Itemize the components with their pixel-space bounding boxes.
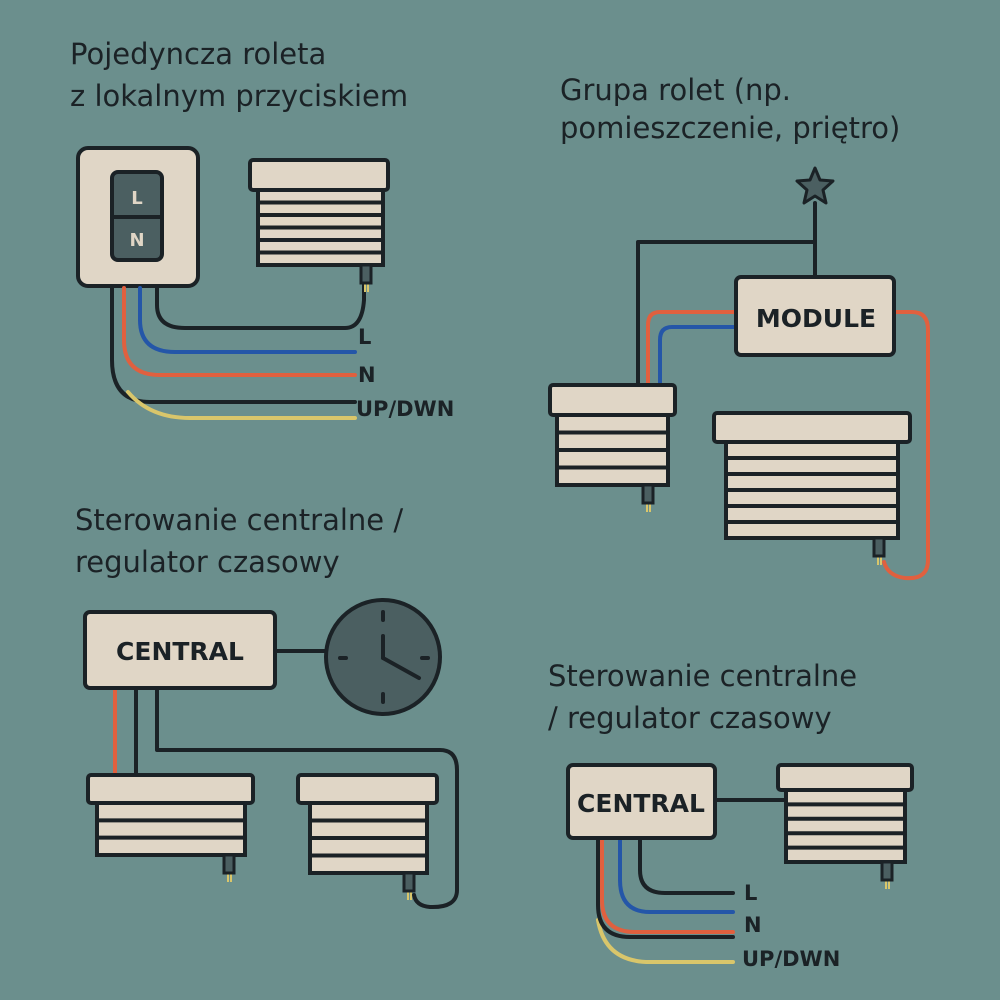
module-box [734, 275, 896, 357]
panel1-title-line1: Pojedyncza roleta [70, 37, 326, 71]
wire-yellow-control [126, 390, 357, 420]
wire-label-l: L [744, 881, 757, 905]
panel2-title-line2: pomieszczenie, priętro) [560, 111, 900, 145]
roller-shutter [86, 773, 255, 882]
panel2-title-line1: Grupa rolet (np. [560, 73, 791, 107]
panel4-title-line2: / regulator czasowy [548, 701, 832, 735]
motor-plug [359, 263, 373, 292]
roller-shutter [548, 383, 677, 512]
panel-central-timer: Sterowanie centralne / regulator czasowy… [75, 503, 459, 910]
roller-box [548, 383, 677, 417]
central-box [83, 610, 277, 690]
roller-shutter [248, 158, 390, 292]
central-box [566, 763, 717, 840]
switch-label-l: L [131, 188, 142, 209]
wire-label-l: L [358, 325, 371, 349]
motor-plug [222, 853, 236, 882]
wire-blue [138, 286, 357, 354]
panel-single-shutter: Pojedyncza roleta z lokalnym przyciskiem… [70, 37, 454, 421]
central-label: CENTRAL [116, 637, 244, 666]
panel3-title-line1: Sterowanie centralne / [75, 503, 403, 537]
module-label: MODULE [756, 304, 876, 333]
motor-plug [641, 483, 655, 512]
wire-yellow-control [596, 918, 735, 964]
wire-red [600, 838, 735, 934]
roller-box [776, 763, 914, 792]
panel1-title-line2: z lokalnym przyciskiem [70, 79, 408, 113]
roller-box [86, 773, 255, 805]
wire-label-updown: UP/DWN [742, 947, 840, 971]
wire-black-l [638, 838, 735, 895]
wire-blue [618, 838, 735, 914]
wire-red-group-right [882, 310, 930, 581]
motor-plug [880, 860, 894, 889]
wall-switch: L N [76, 146, 200, 288]
roller-box [712, 411, 912, 444]
panel-central-wiring: Sterowanie centralne / regulator czasowy… [548, 659, 857, 971]
wire-black-motor [155, 283, 366, 330]
wire-red [122, 286, 357, 377]
roller-shutter [712, 411, 912, 565]
wire-red-group-left [646, 310, 738, 387]
wire-label-n: N [744, 913, 762, 937]
roller-shutter [296, 773, 439, 900]
panel-shutter-group: Grupa rolet (np. pomieszczenie, priętro)… [560, 73, 930, 581]
wire-black-group [636, 201, 817, 387]
wire-blue-group [658, 325, 738, 387]
roller-shutter [776, 763, 914, 889]
central-label: CENTRAL [577, 789, 705, 818]
wire-label-n: N [358, 363, 376, 387]
wire-black-updown [596, 838, 735, 939]
motor-plug [402, 871, 416, 900]
star-icon [795, 166, 835, 205]
wire-black-long [155, 686, 459, 910]
clock-icon [324, 598, 442, 716]
roller-box [296, 773, 439, 805]
panel3-title-line2: regulator czasowy [75, 545, 340, 579]
motor-plug [872, 536, 886, 565]
roller-box [248, 158, 390, 192]
panel4-title-line1: Sterowanie centralne [548, 659, 857, 693]
switch-label-n: N [129, 230, 144, 251]
wire-black-updown [110, 286, 357, 404]
wire-label-updown: UP/DWN [356, 397, 454, 421]
